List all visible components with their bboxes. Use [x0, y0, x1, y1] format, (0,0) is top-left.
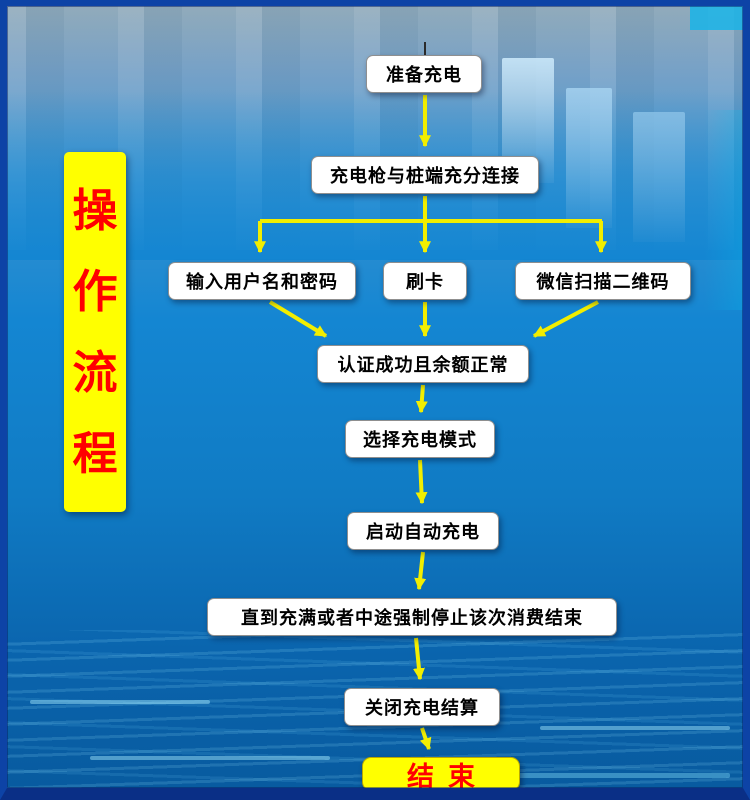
node-until-full-or-forced-stop: 直到充满或者中途强制停止该次消费结束	[207, 598, 617, 636]
node-close-charging-settlement: 关闭充电结算	[344, 688, 500, 726]
decorative-bar-2	[566, 88, 612, 228]
vertical-title-operation-process: 操 作 流 程	[64, 152, 126, 512]
water-highlight	[540, 726, 730, 730]
water-highlight	[90, 756, 330, 760]
title-char: 流	[72, 346, 118, 399]
title-char: 程	[72, 427, 118, 480]
decorative-bar-3	[633, 112, 685, 242]
node-auth-success-balance-ok: 认证成功且余额正常	[317, 345, 529, 383]
decorative-corner-block	[690, 0, 750, 30]
node-swipe-card: 刷卡	[383, 262, 467, 300]
decorative-right-glow	[704, 110, 750, 310]
node-wechat-scan-qr: 微信扫描二维码	[515, 262, 691, 300]
water-highlight	[30, 700, 210, 704]
node-connect-gun: 充电枪与桩端充分连接	[311, 156, 539, 194]
node-end: 结束	[362, 757, 520, 793]
node-prepare-charging: 准备充电	[366, 55, 482, 93]
title-char: 操	[72, 184, 118, 237]
node-select-charging-mode: 选择充电模式	[345, 420, 495, 458]
title-char: 作	[72, 265, 118, 318]
node-enter-username-password: 输入用户名和密码	[168, 262, 356, 300]
water-highlight	[430, 773, 730, 778]
node-start-auto-charging: 启动自动充电	[347, 512, 499, 550]
